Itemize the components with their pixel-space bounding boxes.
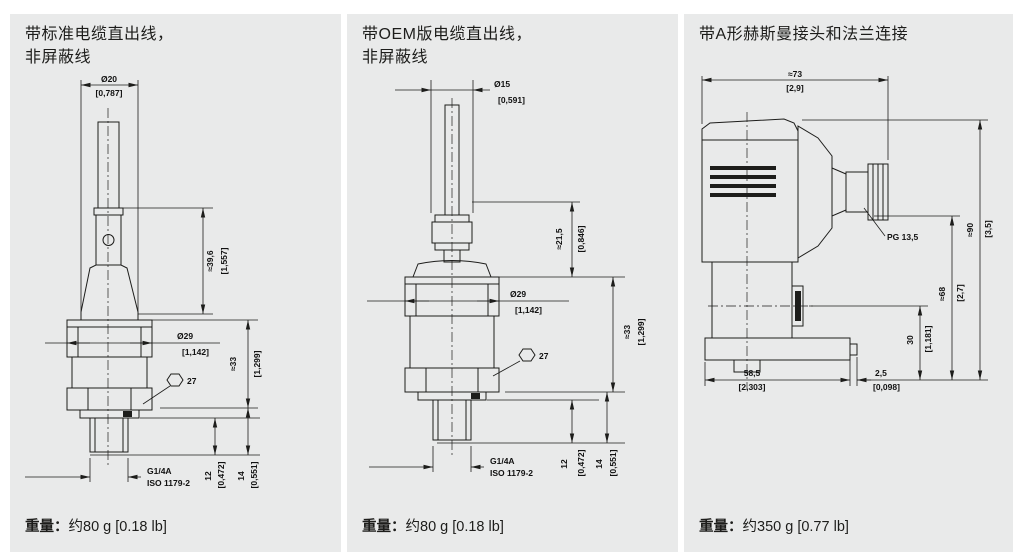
dim-total-height-mm: ≈90	[965, 223, 975, 237]
weight-line: 重量：约80 g [0.18 lb]	[25, 515, 167, 536]
dim-flange-step-mm: 2,5	[875, 368, 887, 378]
dim-lower-length-inch: [0,551]	[249, 461, 259, 488]
dim-body-diameter-inch: [1,142]	[515, 305, 542, 315]
dimension-annotations: Ø20 [0,787] ≈39,6 [1,557] Ø29 [1,142] ≈3…	[25, 74, 262, 488]
dim-thread-length-inch: [0,472]	[216, 461, 226, 488]
dim-lower-length-mm: 14	[594, 459, 604, 469]
dim-body-height-inch: [2,7]	[955, 284, 965, 302]
dim-upper-height-mm: ≈21,5	[554, 228, 564, 249]
dim-flange-width-mm: 58,5	[744, 368, 761, 378]
dim-port-axis-inch: [1,181]	[923, 325, 933, 352]
dimension-annotations: ≈73 [2,9] PG 13,5 30 [1,181] ≈68 [2,7]	[701, 69, 993, 392]
dim-cable-diameter-inch: [0,591]	[498, 95, 525, 105]
panel-title-line1: 带A形赫斯曼接头和法兰连接	[699, 26, 909, 43]
thread-standard-label: ISO 1179-2	[490, 468, 533, 478]
weight-value: 约350 g [0.77 lb]	[742, 519, 849, 535]
hexagon-icon	[518, 348, 536, 362]
cable-gland-label: PG 13,5	[887, 232, 918, 242]
device-outline	[701, 112, 889, 390]
dim-body-diameter-inch: [1,142]	[182, 347, 209, 357]
dim-cable-diameter-mm: Ø20	[101, 74, 117, 84]
panel-angular-connector-version: 带A形赫斯曼接头和法兰连接	[684, 14, 1013, 552]
weight-label: 重量：	[362, 519, 406, 535]
panel-title-line2: 非屏蔽线	[362, 49, 429, 66]
panel-title: 带标准电缆直出线， 非屏蔽线	[10, 14, 341, 69]
dim-port-axis-mm: 30	[905, 335, 915, 345]
dim-body-diameter-mm: Ø29	[510, 289, 526, 299]
dim-thread-length-inch: [0,472]	[576, 449, 586, 476]
device-outline	[404, 98, 500, 458]
dim-thread-length-mm: 12	[203, 471, 213, 481]
panel-title: 带OEM版电缆直出线， 非屏蔽线	[347, 14, 678, 69]
device-outline	[66, 108, 153, 468]
dim-body-diameter-mm: Ø29	[177, 331, 193, 341]
panel-title-line1: 带OEM版电缆直出线，	[362, 26, 532, 43]
dim-hex-width: 27	[187, 376, 197, 386]
dim-upper-height-inch: [0,846]	[576, 225, 586, 252]
weight-value: 约80 g [0.18 lb]	[405, 519, 504, 535]
weight-value: 约80 g [0.18 lb]	[68, 519, 167, 535]
technical-drawing-angular-connector: ≈73 [2,9] PG 13,5 30 [1,181] ≈68 [2,7]	[701, 69, 993, 392]
weight-label: 重量：	[25, 519, 69, 535]
panel-title: 带A形赫斯曼接头和法兰连接	[684, 14, 1013, 46]
dim-flange-width-inch: [2,303]	[739, 382, 766, 392]
thread-standard-label: ISO 1179-2	[147, 478, 190, 488]
dim-width-mm: ≈73	[788, 69, 802, 79]
dim-upper-height-inch: [1,557]	[219, 247, 229, 274]
dim-thread-length-mm: 12	[559, 459, 569, 469]
technical-drawing-oem-cable: Ø15 [0,591] ≈21,5 [0,846] Ø29 [1,142] ≈3…	[367, 79, 646, 478]
dim-flange-step-inch: [0,098]	[873, 382, 900, 392]
weight-line: 重量：约80 g [0.18 lb]	[362, 515, 504, 536]
dim-lower-length-inch: [0,551]	[608, 449, 618, 476]
panel-title-line1: 带标准电缆直出线，	[25, 26, 174, 43]
dim-upper-height-mm: ≈39,6	[205, 250, 215, 271]
dim-body-height-inch: [1,299]	[252, 350, 262, 377]
dim-cable-diameter-mm: Ø15	[494, 79, 510, 89]
dim-body-height-mm: ≈33	[228, 357, 238, 371]
hexagon-icon	[166, 373, 184, 387]
technical-drawing-standard-cable: Ø20 [0,787] ≈39,6 [1,557] Ø29 [1,142] ≈3…	[25, 74, 262, 488]
panel-title-line2: 非屏蔽线	[25, 49, 92, 66]
thread-type-label: G1/4A	[490, 456, 515, 466]
dim-body-height-mm: ≈33	[622, 325, 632, 339]
weight-line: 重量：约350 g [0.77 lb]	[699, 515, 849, 536]
dim-lower-length-mm: 14	[236, 471, 246, 481]
weight-label: 重量：	[699, 519, 743, 535]
panel-oem-cable-version: 带OEM版电缆直出线， 非屏蔽线	[347, 14, 678, 552]
dim-body-height-inch: [1,299]	[636, 318, 646, 345]
panel-standard-cable-version: 带标准电缆直出线， 非屏蔽线	[10, 14, 341, 552]
dimension-annotations: Ø15 [0,591] ≈21,5 [0,846] Ø29 [1,142] ≈3…	[367, 79, 646, 478]
dim-total-height-inch: [3,5]	[983, 220, 993, 238]
dim-cable-diameter-inch: [0,787]	[96, 88, 123, 98]
thread-type-label: G1/4A	[147, 466, 172, 476]
dim-width-inch: [2,9]	[786, 83, 804, 93]
dim-body-height-mm: ≈68	[937, 287, 947, 301]
dim-hex-width: 27	[539, 351, 549, 361]
